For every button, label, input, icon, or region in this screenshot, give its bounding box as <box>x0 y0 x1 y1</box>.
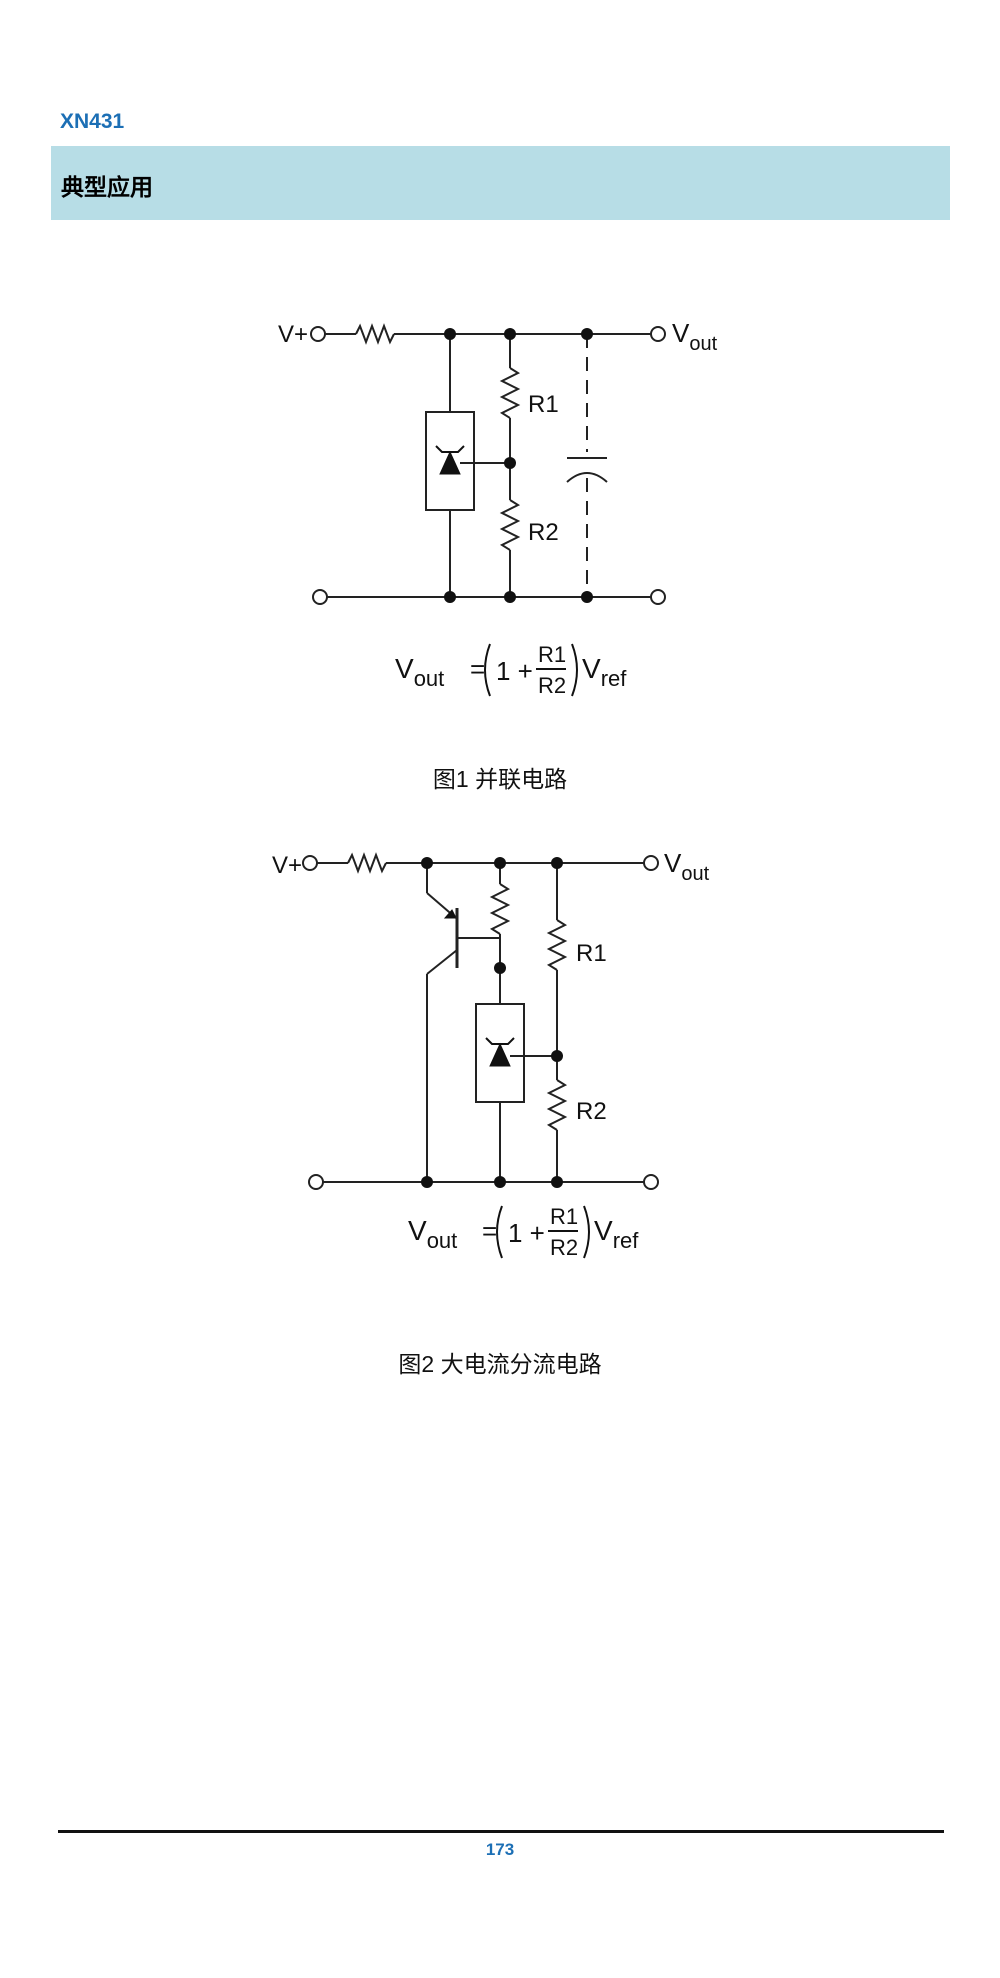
label-r2: R2 <box>576 1098 607 1125</box>
vplus-terminal <box>310 326 326 342</box>
svg-text:Vout: Vout <box>408 1215 457 1253</box>
zener-symbol <box>489 1042 511 1067</box>
svg-text:=: = <box>482 1216 497 1246</box>
label-vplus: V+ <box>272 852 302 879</box>
svg-text:R1: R1 <box>538 642 566 667</box>
section-header-bar: 典型应用 <box>51 146 950 220</box>
figure2-caption: 图2 大电流分流电路 <box>398 1351 602 1377</box>
figure2-high-current-shunt-diagram: V+ Vout R1 R2 Vout = 1 + R1 R2 Vref <box>272 848 710 1260</box>
svg-text:1 +: 1 + <box>496 656 533 686</box>
label-r2: R2 <box>528 519 559 546</box>
svg-text:Vref: Vref <box>594 1215 639 1253</box>
vout-terminal <box>643 855 659 871</box>
section-title: 典型应用 <box>61 174 153 200</box>
r2-resistor <box>499 499 521 551</box>
label-vout: Vout <box>672 318 718 355</box>
r2-resistor <box>546 1079 568 1131</box>
r1-resistor <box>499 367 521 419</box>
svg-text:R1: R1 <box>550 1204 578 1229</box>
svg-text:=: = <box>470 654 485 684</box>
svg-text:Vref: Vref <box>582 653 627 691</box>
label-vplus: V+ <box>278 321 308 348</box>
svg-text:1 +: 1 + <box>508 1218 545 1248</box>
svg-text:Vout: Vout <box>395 653 444 691</box>
input-resistor <box>347 852 387 874</box>
label-vout: Vout <box>664 848 710 885</box>
footer-divider <box>58 1830 944 1833</box>
page-number: 173 <box>485 1840 515 1859</box>
part-number: XN431 <box>60 110 125 133</box>
ground-terminal-right <box>643 1174 659 1190</box>
formula-vout: Vout = 1 + R1 R2 Vref <box>395 642 627 698</box>
label-r1: R1 <box>576 940 607 967</box>
pnp-transistor <box>426 863 500 1182</box>
svg-text:R2: R2 <box>550 1235 578 1260</box>
figure1-caption: 图1 并联电路 <box>432 766 568 792</box>
ground-terminal-right <box>650 589 666 605</box>
vout-terminal <box>650 326 666 342</box>
bias-resistor <box>489 883 511 935</box>
figure1-shunt-circuit-diagram: V+ Vout R1 R2 Vout = 1 + R1 R2 Vref <box>278 318 718 698</box>
svg-text:R2: R2 <box>538 673 566 698</box>
input-resistor <box>355 323 395 345</box>
vplus-terminal <box>302 855 318 871</box>
capacitor-plate-bottom <box>566 472 608 483</box>
ground-terminal-left <box>308 1174 324 1190</box>
zener-symbol <box>439 450 461 475</box>
label-r1: R1 <box>528 391 559 418</box>
r1-resistor <box>546 919 568 971</box>
formula-vout: Vout = 1 + R1 R2 Vref <box>408 1204 639 1260</box>
ground-terminal-left <box>312 589 328 605</box>
